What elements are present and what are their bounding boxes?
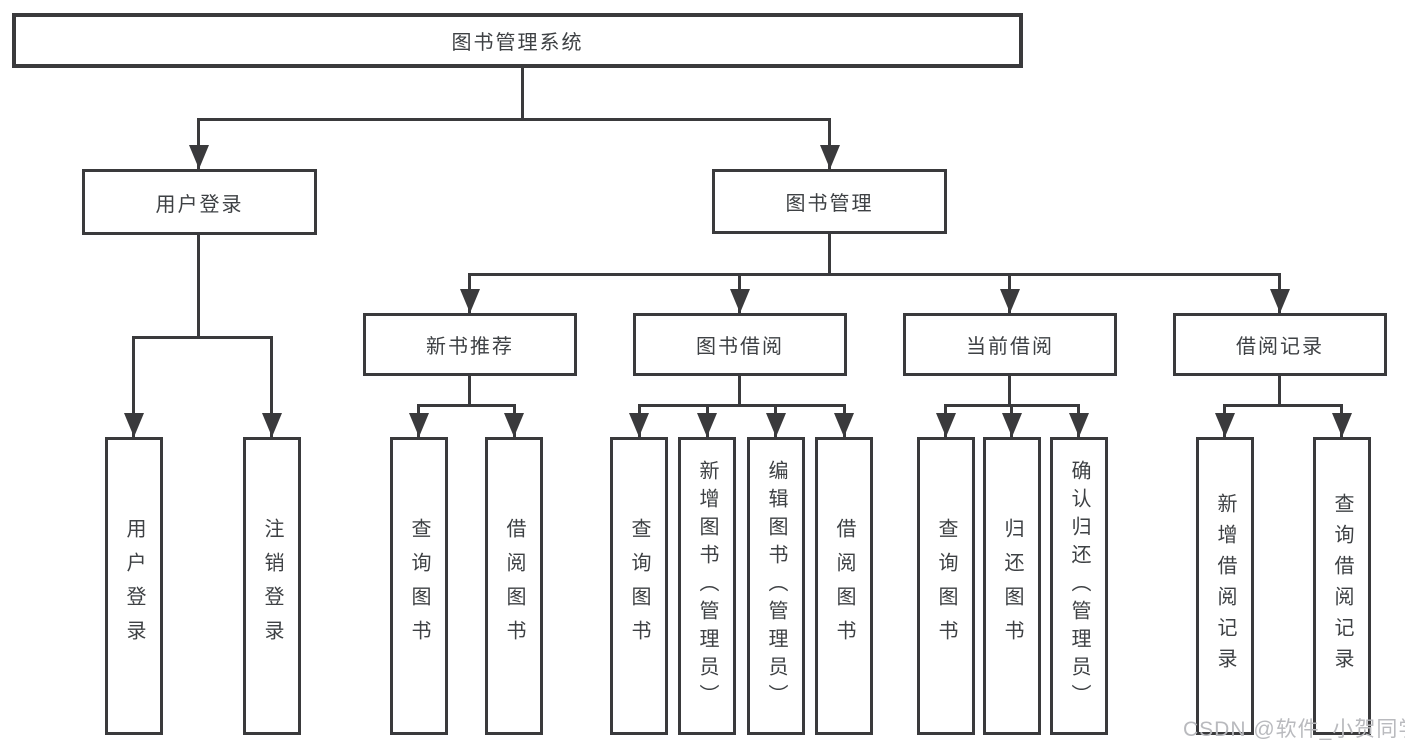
node-label: 编辑图书（管理员） bbox=[765, 460, 787, 712]
leaf-borrow-book-recommend: 借阅图书 bbox=[485, 437, 543, 735]
leaf-return-book: 归还图书 bbox=[983, 437, 1041, 735]
node-label: 借阅图书 bbox=[503, 518, 525, 654]
node-label: 新增图书（管理员） bbox=[696, 460, 718, 712]
connector-line bbox=[738, 376, 741, 407]
node-root: 图书管理系统 bbox=[12, 13, 1023, 68]
leaf-query-book-current: 查询图书 bbox=[917, 437, 975, 735]
node-label: 当前借阅 bbox=[966, 336, 1054, 358]
arrow-down-icon bbox=[1000, 289, 1020, 313]
node-label: 查询借阅记录 bbox=[1331, 493, 1353, 679]
leaf-query-book-borrow: 查询图书 bbox=[610, 437, 668, 735]
node-label: 图书管理 bbox=[785, 193, 874, 215]
node-label: 图书管理系统 bbox=[451, 32, 584, 54]
leaf-borrow-book: 借阅图书 bbox=[815, 437, 873, 735]
connector-line bbox=[468, 273, 1281, 276]
leaf-add-book-admin: 新增图书（管理员） bbox=[678, 437, 736, 735]
node-label: 新书推荐 bbox=[426, 336, 514, 358]
connector-line bbox=[197, 234, 200, 337]
arrow-down-icon bbox=[766, 413, 786, 437]
node-new-book-recommend: 新书推荐 bbox=[363, 313, 577, 376]
connector-line bbox=[1008, 376, 1011, 407]
node-current-borrow: 当前借阅 bbox=[903, 313, 1117, 376]
node-label: 借阅图书 bbox=[833, 518, 855, 654]
connector-line bbox=[197, 118, 200, 169]
arrow-down-icon bbox=[262, 413, 282, 437]
arrow-down-icon bbox=[730, 289, 750, 313]
node-label: 用户登录 bbox=[155, 193, 244, 216]
arrow-down-icon bbox=[1215, 413, 1235, 437]
node-label: 查询图书 bbox=[408, 518, 430, 654]
node-book-management: 图书管理 bbox=[712, 169, 947, 234]
arrow-down-icon bbox=[1069, 413, 1089, 437]
node-label: 归还图书 bbox=[1001, 518, 1023, 654]
connector-line bbox=[418, 404, 516, 407]
node-label: 注销登录 bbox=[261, 518, 283, 654]
connector-line bbox=[1223, 404, 1343, 407]
node-book-borrow: 图书借阅 bbox=[633, 313, 847, 376]
arrow-down-icon bbox=[629, 413, 649, 437]
connector-line bbox=[521, 68, 524, 120]
arrow-down-icon bbox=[1332, 413, 1352, 437]
connector-line bbox=[828, 233, 831, 275]
leaf-user-login: 用户登录 bbox=[105, 437, 163, 735]
arrow-down-icon bbox=[936, 413, 956, 437]
arrow-down-icon bbox=[1002, 413, 1022, 437]
connector-line bbox=[1278, 376, 1281, 407]
node-label: 图书借阅 bbox=[696, 336, 784, 358]
node-label: 确认归还（管理员） bbox=[1068, 460, 1090, 712]
leaf-logout: 注销登录 bbox=[243, 437, 301, 735]
arrow-down-icon bbox=[189, 145, 209, 169]
arrow-down-icon bbox=[504, 413, 524, 437]
leaf-query-borrow-record: 查询借阅记录 bbox=[1313, 437, 1371, 735]
connector-line bbox=[132, 336, 273, 339]
leaf-add-borrow-record: 新增借阅记录 bbox=[1196, 437, 1254, 735]
node-label: 查询图书 bbox=[935, 518, 957, 654]
connector-line bbox=[638, 404, 846, 407]
connector-line bbox=[197, 118, 831, 121]
connector-line bbox=[132, 336, 135, 437]
arrow-down-icon bbox=[409, 413, 429, 437]
arrow-down-icon bbox=[1270, 289, 1290, 313]
leaf-query-book-recommend: 查询图书 bbox=[390, 437, 448, 735]
arrow-down-icon bbox=[124, 413, 144, 437]
connector-line bbox=[468, 376, 471, 407]
leaf-confirm-return-admin: 确认归还（管理员） bbox=[1050, 437, 1108, 735]
leaf-edit-book-admin: 编辑图书（管理员） bbox=[747, 437, 805, 735]
arrow-down-icon bbox=[697, 413, 717, 437]
node-user-login: 用户登录 bbox=[82, 169, 317, 235]
node-label: 新增借阅记录 bbox=[1214, 493, 1236, 679]
arrow-down-icon bbox=[820, 145, 840, 169]
arrow-down-icon bbox=[460, 289, 480, 313]
csdn-watermark: CSDN @软件_小贺同学 bbox=[1183, 718, 1405, 741]
connector-line bbox=[828, 118, 831, 169]
connector-line bbox=[270, 336, 273, 437]
arrow-down-icon bbox=[834, 413, 854, 437]
node-label: 查询图书 bbox=[628, 518, 650, 654]
node-label: 用户登录 bbox=[123, 518, 145, 654]
node-label: 借阅记录 bbox=[1236, 336, 1324, 358]
node-borrow-records: 借阅记录 bbox=[1173, 313, 1387, 376]
